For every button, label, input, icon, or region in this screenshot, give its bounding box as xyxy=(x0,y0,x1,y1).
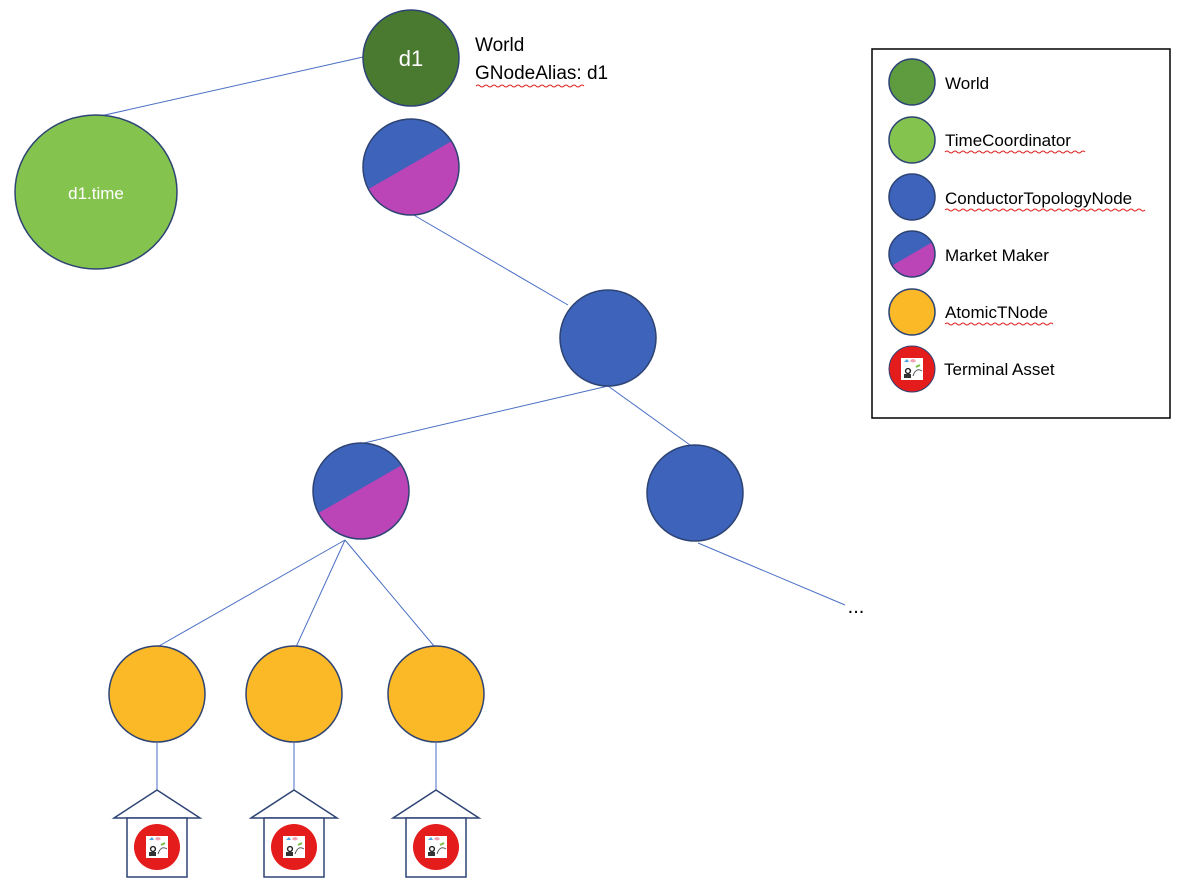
terminal-asset-legend-icon xyxy=(888,345,936,393)
world-node: d1 xyxy=(362,9,460,107)
legend-label-atomic-tnode: AtomicTNode xyxy=(945,303,1048,322)
market-maker-node xyxy=(312,442,410,540)
edge-mm2-atomic2 xyxy=(295,539,346,648)
world-legend-icon xyxy=(888,58,936,106)
edge-mm2-atomic1 xyxy=(158,539,346,647)
legend-spellcheck-underline xyxy=(944,208,1146,212)
edge-ctn1-mm2 xyxy=(363,385,609,444)
edge-ctn2-more xyxy=(697,542,846,606)
terminal-asset-house xyxy=(390,789,482,878)
market-maker-node xyxy=(362,118,460,216)
world-caption-alias: GNodeAlias: d1 xyxy=(475,63,608,84)
legend-label-time-coordinator: TimeCoordinator xyxy=(945,131,1071,150)
alias-spellcheck-underline xyxy=(475,84,585,88)
world-node-label: d1 xyxy=(399,46,423,71)
more-nodes-ellipsis: ... xyxy=(848,596,865,618)
atomic-tnode xyxy=(387,645,485,743)
legend-label-market-maker: Market Maker xyxy=(945,246,1049,265)
conductor-topology-node xyxy=(559,289,657,387)
legend-label-conductor-topology-node: ConductorTopologyNode xyxy=(945,189,1132,208)
atomic-tnode xyxy=(245,645,343,743)
legend-spellcheck-underline xyxy=(944,322,1054,326)
atomic-tnode-legend-icon xyxy=(888,288,936,336)
edge-mm2-atomic3 xyxy=(344,539,435,647)
legend: World TimeCoordinator ConductorTopologyN… xyxy=(871,48,1171,419)
edges xyxy=(95,56,846,790)
edge-world-time xyxy=(95,56,364,118)
time-coordinator-legend-icon xyxy=(888,116,936,164)
time-coordinator-node: d1.time xyxy=(14,114,178,270)
edge-ctn1-ctn2 xyxy=(607,385,691,446)
legend-label-world: World xyxy=(945,74,989,93)
terminal-asset-house xyxy=(248,789,340,878)
atomic-tnode xyxy=(108,645,206,743)
edge-mm1-ctn1 xyxy=(411,213,569,306)
legend-label-terminal-asset: Terminal Asset xyxy=(944,360,1055,379)
conductor-topology-legend-icon xyxy=(888,173,936,221)
world-caption-title: World xyxy=(475,35,524,56)
market-maker-legend-icon xyxy=(888,230,936,278)
time-node-label: d1.time xyxy=(68,184,124,203)
conductor-topology-node xyxy=(646,444,744,542)
terminal-asset-house xyxy=(111,789,203,878)
legend-spellcheck-underline xyxy=(944,150,1086,154)
